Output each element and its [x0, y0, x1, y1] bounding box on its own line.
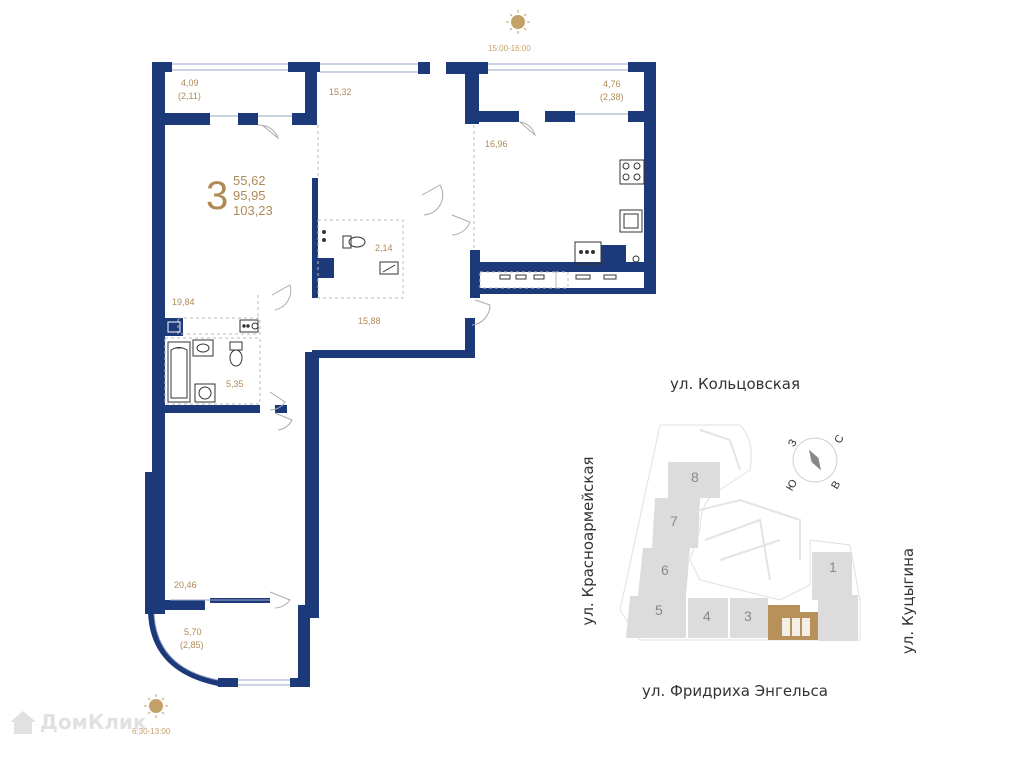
living-area: 55,62 — [233, 173, 266, 188]
building-label: 5 — [655, 602, 663, 618]
area-balcony-top-left-reduced: (2,11) — [178, 91, 201, 101]
building-label: 8 — [691, 469, 699, 485]
area-balcony-top-right: 4,76 — [603, 79, 621, 89]
sink-icon — [192, 339, 214, 357]
area-wc: 2,14 — [375, 243, 393, 253]
area-bedroom: 19,84 — [172, 297, 195, 307]
sink-icon — [619, 209, 643, 233]
sun-time-bottom: 6:30-13:00 — [132, 727, 171, 736]
street-north: ул. Кольцовская — [670, 375, 801, 393]
building-label: 1 — [829, 559, 837, 575]
building-label: 3 — [744, 608, 752, 624]
kitchen-counter — [499, 241, 640, 280]
street-south: ул. Фридриха Энгельса — [642, 682, 828, 700]
building-label: 4 — [703, 608, 711, 624]
building-6 — [638, 548, 690, 596]
building-7 — [652, 498, 700, 548]
area-balcony-top-left: 4,09 — [181, 78, 199, 88]
walls — [145, 62, 656, 687]
room-count: 3 — [206, 174, 229, 218]
compass-icon — [792, 437, 838, 483]
area-hall: 15,88 — [358, 316, 381, 326]
watermark: ДомКлик — [40, 710, 147, 734]
bathtub-icon — [167, 341, 191, 403]
building-1 — [812, 552, 858, 641]
sun-icon — [144, 694, 168, 718]
building-label: 7 — [670, 513, 678, 529]
building-5 — [626, 596, 686, 638]
area-top-middle: 15,32 — [329, 87, 352, 97]
toilet-icon — [229, 341, 243, 367]
building-8 — [668, 462, 720, 498]
sun-icon — [506, 10, 530, 34]
area-with-balconies: 103,23 — [233, 203, 273, 218]
area-bathroom: 5,35 — [226, 379, 244, 389]
area-balcony-bottom-reduced: (2,85) — [180, 640, 204, 650]
area-balcony-top-right-reduced: (2,38) — [600, 92, 624, 102]
building-label: 6 — [661, 562, 669, 578]
sun-time-top: 15:00-16:00 — [488, 44, 531, 53]
watermark-logo — [10, 711, 36, 734]
stove-icon — [619, 159, 645, 185]
area-balcony-bottom: 5,70 — [184, 627, 202, 637]
washing-machine-icon — [194, 383, 216, 403]
building-3 — [730, 598, 818, 640]
building-4 — [688, 598, 728, 638]
area-kitchen: 16,96 — [485, 139, 508, 149]
area-living-room: 20,46 — [174, 580, 197, 590]
toilet-icon — [322, 230, 399, 275]
street-west: ул. Красноармейская — [579, 456, 597, 626]
street-east: ул. Куцыгина — [899, 547, 917, 655]
total-area: 95,95 — [233, 188, 266, 203]
